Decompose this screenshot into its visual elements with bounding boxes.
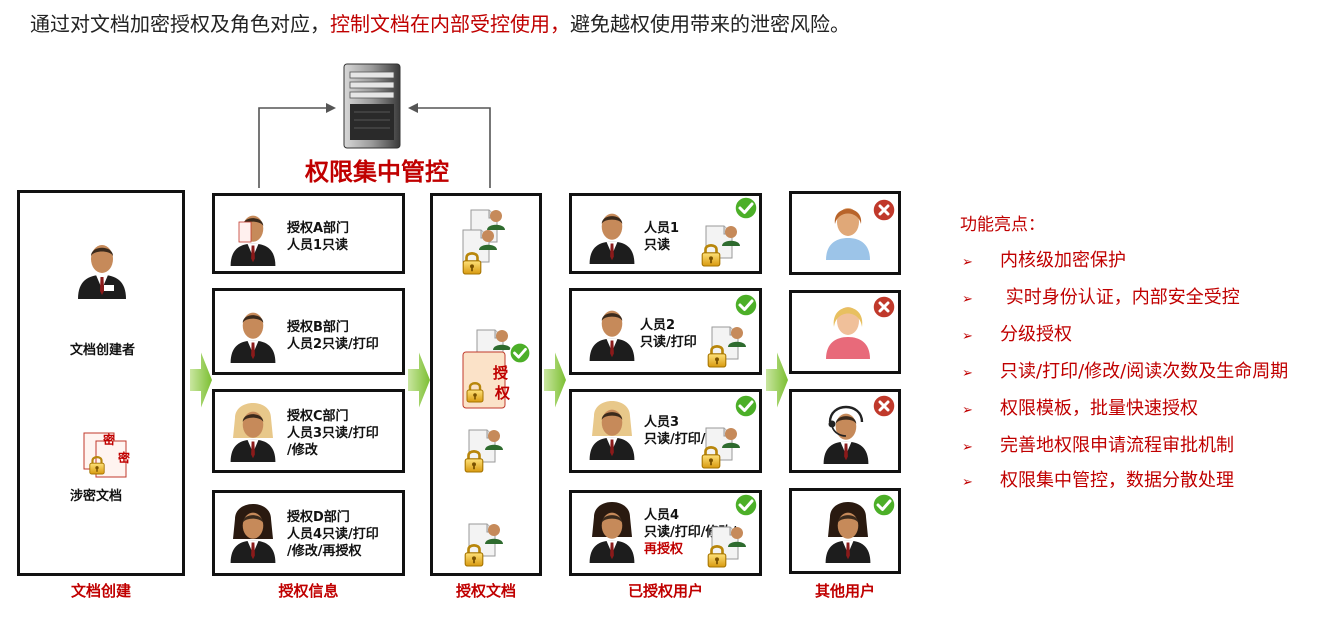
auth-a-line1: 授权A部门 [287,221,350,236]
user1-avatar [589,213,635,264]
stamp-char-2: 权 [495,384,511,402]
stamp-char-1: 授 [493,364,509,382]
auth-a-line2: 人员1只读 [287,238,349,253]
authorized-user-card-3: 人员3 只读/打印/修改 [569,389,762,473]
intro-sentence: 通过对文档加密授权及角色对应，控制文档在内部受控使用，避免越权使用带来的泄密风险… [30,8,850,37]
auth-d-line1: 授权D部门 [287,510,350,525]
server-icon [343,63,401,149]
intro-part1: 通过对文档加密授权及角色对应， [30,12,330,36]
user2-avatar [589,310,635,361]
auth-c-line1: 授权C部门 [287,409,349,424]
other-user-card-1 [789,191,901,275]
feature-item: ➢权限模板，批量快速授权 [962,398,1198,419]
feature-item: ➢ 实时身份认证，内部安全受控 [962,287,1240,308]
other-user-card-2 [789,290,901,374]
authorized-user-card-4: 人员4 只读/打印/修改/ 再授权 [569,490,762,576]
auth-info-card-b: 授权B部门 人员2只读/打印 [212,288,405,375]
other2-avatar [826,307,870,359]
user3-name: 人员3 [644,415,680,430]
user2-perm: 只读/打印 [640,335,697,350]
user4-name: 人员4 [644,508,680,523]
authorized-user-card-1: 人员1 只读 [569,193,762,274]
col-label-others: 其他用户 [814,582,875,600]
auth-c-line2: 人员3只读/打印 [287,426,379,441]
creator-label: 文档创建者 [70,343,136,358]
secret-document-icon [83,432,127,478]
feature-item: ➢只读/打印/修改/阅读次数及生命周期 [962,361,1289,382]
auth-c-avatar [230,403,276,462]
col-label-creation: 文档创建 [70,582,131,600]
user1-name: 人员1 [644,221,680,236]
auth-doc-panel: 授 权 [430,193,542,576]
secret-doc-label: 涉密文档 [70,489,123,504]
auth-a-avatar [230,215,276,266]
auth-b-line2: 人员2只读/打印 [287,337,379,352]
user1-perm: 只读 [644,238,671,253]
user4-avatar [589,502,635,563]
other3-deny-icon [872,394,896,418]
col-label-authorized: 已授权用户 [627,582,703,600]
auth-info-card-c: 授权C部门 人员3只读/打印 /修改 [212,389,405,473]
other4-avatar [825,502,871,563]
intro-part2: 控制文档在内部受控使用， [330,12,570,36]
user1-check-icon [734,196,758,220]
user3-avatar [589,401,635,460]
auth-b-line1: 授权B部门 [287,320,349,335]
col-label-auth-info: 授权信息 [278,582,339,600]
col-label-auth-doc: 授权文档 [455,582,516,600]
features-title: 功能亮点： [960,215,1045,235]
secret-char-2: 密 [118,451,131,465]
secret-char-1: 密 [103,433,116,447]
flow-arrow-4 [766,352,788,408]
right-connector-arrowhead [408,103,418,113]
other1-deny-icon [872,198,896,222]
feature-item: ➢完善地权限申请流程审批机制 [962,435,1234,456]
auth-c-line3: /修改 [287,443,318,458]
user2-doc-icon [706,326,747,369]
user2-name: 人员2 [640,318,676,333]
user4-check-icon [734,493,758,517]
other2-deny-icon [872,295,896,319]
user3-doc-icon [700,427,741,470]
user4-extra: 再授权 [644,542,684,557]
flow-arrow-1 [190,352,212,408]
other-user-card-4 [789,488,901,574]
hub-title: 权限集中管控 [305,158,449,186]
creation-panel: 文档创建者 密 密 涉密文档 [17,190,185,576]
auth-b-avatar [230,312,276,363]
other-user-card-3 [789,389,901,473]
auth-doc-icon-a [461,209,506,276]
auth-doc-icon-d [463,523,504,568]
auth-d-line2: 人员4只读/打印 [287,527,379,542]
right-connector [416,107,491,188]
intro-part3: 避免越权使用带来的泄密风险。 [570,12,850,36]
left-connector [258,107,328,188]
flow-arrow-3 [544,352,566,408]
authorized-user-card-2: 人员2 只读/打印 [569,288,762,375]
auth-d-line3: /修改/再授权 [287,544,362,559]
other1-avatar [826,208,870,260]
user2-check-icon [734,293,758,317]
auth-info-card-d: 授权D部门 人员4只读/打印 /修改/再授权 [212,490,405,576]
left-connector-arrowhead [326,103,336,113]
auth-info-card-a: 授权A部门 人员1只读 [212,193,405,274]
auth-doc-stamp-icon [462,329,531,409]
flow-arrow-2 [408,352,430,408]
auth-d-avatar [230,504,276,563]
other4-check-icon [872,493,896,517]
feature-item: ➢分级授权 [962,324,1072,345]
auth-doc-icon-c [463,429,504,474]
user3-check-icon [734,394,758,418]
other3-avatar [823,405,869,464]
user1-doc-icon [700,225,741,268]
feature-item: ➢内核级加密保护 [962,250,1126,271]
feature-item: ➢权限集中管控，数据分散处理 [962,470,1234,491]
creator-avatar [78,245,126,299]
user4-doc-icon [706,526,747,569]
